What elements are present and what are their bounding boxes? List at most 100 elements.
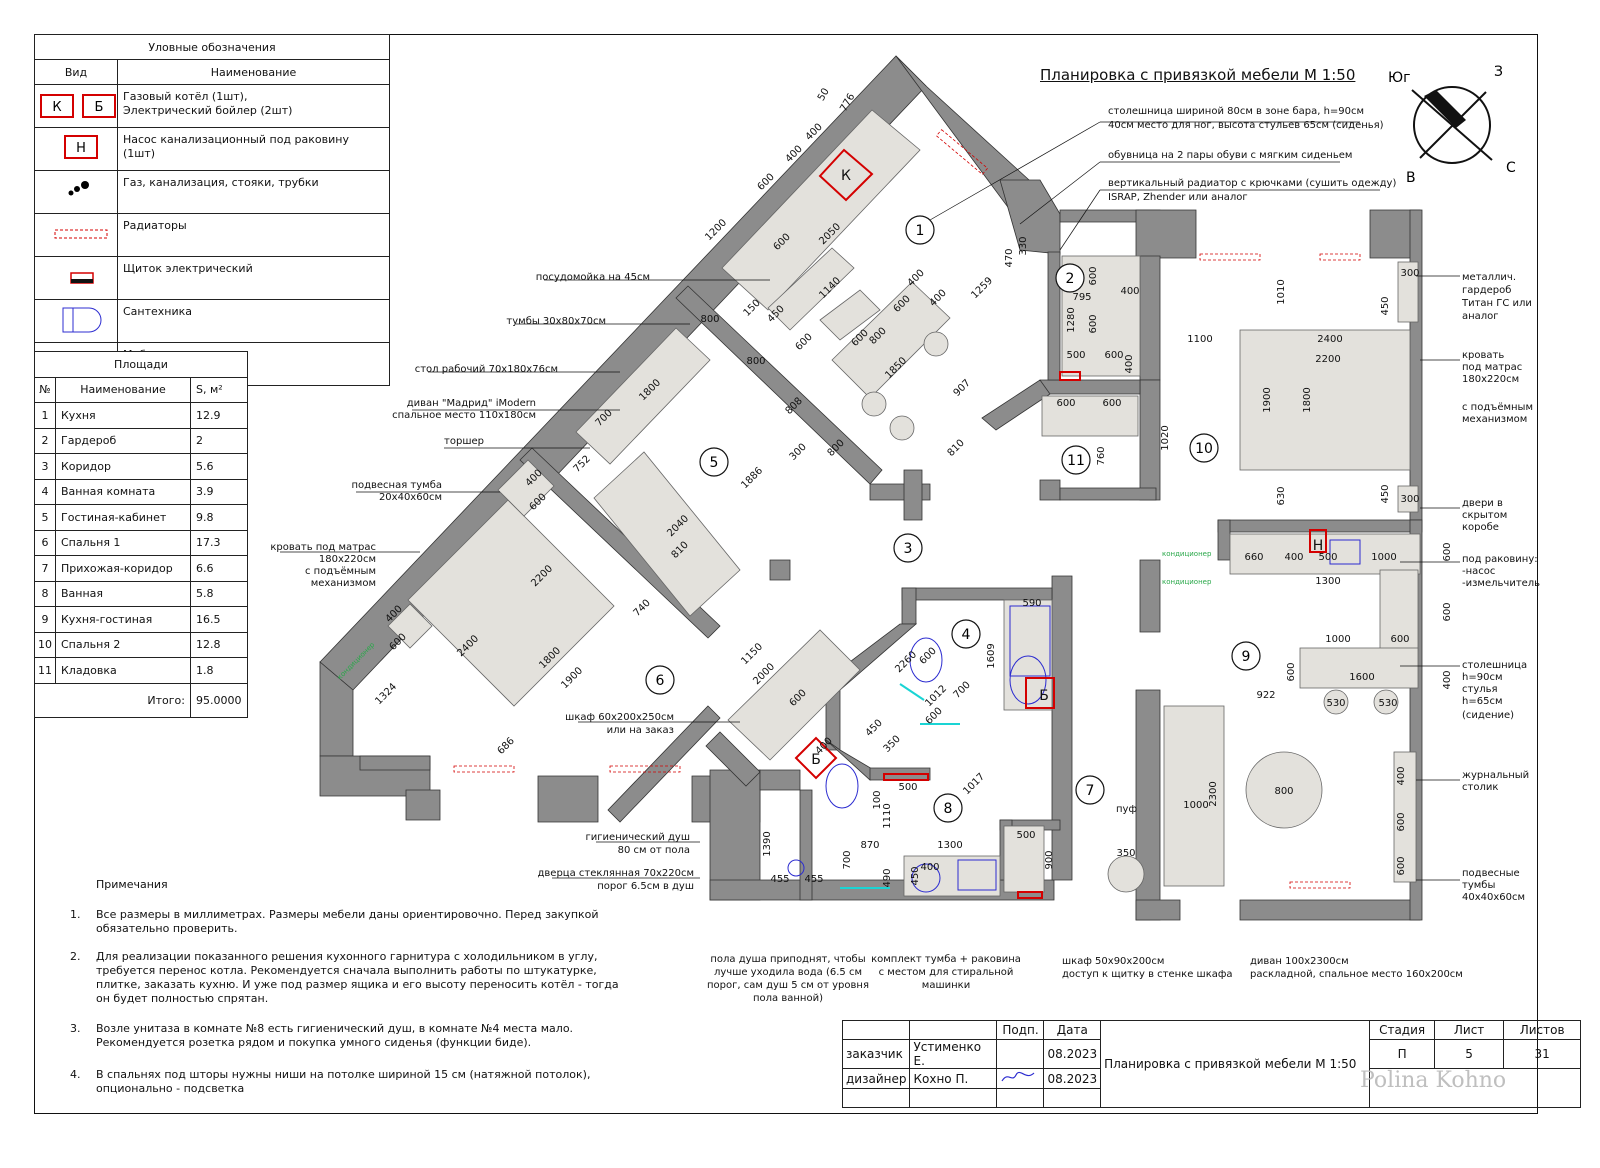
annotation-metal4: аналог <box>1462 311 1499 322</box>
note-number: 3. <box>70 1022 81 1035</box>
annotation-floor1: пола душа приподнят, чтобы <box>710 954 865 965</box>
area-value: 9.8 <box>190 504 248 531</box>
annotation-hang2: 20х40х60см <box>379 492 442 503</box>
ac-label: кондиционер <box>1162 550 1212 558</box>
dimension-label: 1010 <box>1276 279 1287 304</box>
annotation-coffee1: журнальный <box>1462 770 1529 781</box>
dimension-label: 300 <box>1400 268 1419 279</box>
stamp-client-role: заказчик <box>841 1039 911 1069</box>
area-name: Кухня <box>55 402 191 429</box>
dimension-label: 600 <box>1088 266 1099 285</box>
dimension-label: 1800 <box>1302 387 1313 412</box>
dimension-label: 1609 <box>986 643 997 668</box>
annotation-hang5: 40х40х60см <box>1462 892 1525 903</box>
dimension-label: 590 <box>1022 598 1041 609</box>
dimension-label: 760 <box>1096 446 1107 465</box>
dimension-label: 700 <box>952 680 973 701</box>
dimension-label: 400 <box>920 862 939 873</box>
boiler-symbol: К Б <box>34 84 118 128</box>
area-no: 10 <box>34 631 56 658</box>
room-circle <box>1055 263 1085 293</box>
room-number: 5 <box>710 455 719 471</box>
legend-electric-text: Щиток электрический <box>117 256 390 300</box>
room-circle <box>1189 433 1219 463</box>
annotation-shower2: 80 см от пола <box>618 845 690 856</box>
area-name: Кладовка <box>55 657 191 684</box>
area-no: 5 <box>34 504 56 531</box>
area-no: 11 <box>34 657 56 684</box>
annotation-under1: под раковину: <box>1462 554 1538 565</box>
dimension-label: 450 <box>864 718 885 739</box>
annotation-bed4: механизмом <box>311 578 376 589</box>
pump-symbol: Н <box>34 127 118 171</box>
dimension-label: 907 <box>952 378 973 399</box>
room-circle <box>1231 641 1261 671</box>
annotation-closet2: доступ к щитку в стенке шкафа <box>1062 969 1233 980</box>
area-no: 9 <box>34 606 56 633</box>
room-circle <box>893 533 923 563</box>
dimension-label: 1900 <box>559 665 585 691</box>
dimension-label: 1900 <box>1262 387 1273 412</box>
annotation-counter5: (сидение) <box>1462 710 1514 721</box>
room-number: 6 <box>656 673 665 689</box>
areas-total-value: 95.0000 <box>190 682 248 718</box>
dimension-label: 740 <box>632 598 653 619</box>
area-value: 12.8 <box>190 631 248 658</box>
annotation-dishwasher: посудомойка на 45см <box>536 272 650 283</box>
dimension-label: 660 <box>1244 552 1263 563</box>
legend-boiler-text: Газовый котёл (1шт), Электрический бойле… <box>117 84 390 128</box>
annotation-counter3: стулья <box>1462 684 1498 695</box>
annotation-under3: -измельчитель <box>1462 578 1540 589</box>
annotation-wardrobe1: шкаф 60х200х250см <box>565 712 674 723</box>
annotation-bed3: с подъёмным <box>305 566 376 577</box>
room-circle <box>905 215 935 245</box>
dimension-label: 1300 <box>1315 576 1340 587</box>
annotation-sink1: комплект тумба + раковина <box>871 954 1021 965</box>
dimension-label: 1020 <box>1160 425 1171 450</box>
boiler-k-letter: К <box>841 168 851 184</box>
annotation-counter1: столешница <box>1462 660 1527 671</box>
area-name: Кухня-гостиная <box>55 606 191 633</box>
dimension-label: 1886 <box>739 465 765 491</box>
title-block: Подп. Дата Планировка с привязкой мебели… <box>841 1020 1582 1108</box>
toilet-symbol <box>34 299 118 343</box>
annotation-shoe: обувница на 2 пары обуви с мягким сидень… <box>1108 150 1352 161</box>
area-name: Ванная комната <box>55 478 191 505</box>
dimension-label: 810 <box>946 438 967 459</box>
areas-title: Площади <box>34 351 248 378</box>
dimension-label: 795 <box>1072 292 1091 303</box>
area-value: 2 <box>190 427 248 454</box>
legend-b: Б <box>95 100 104 115</box>
areas-col-no: № <box>34 376 56 403</box>
dimension-label: 1600 <box>1349 672 1374 683</box>
annotation-sofa1: диван "Мадрид" iModern <box>407 398 536 409</box>
stamp-sheets: 31 <box>1503 1039 1582 1069</box>
annotation-bed1: кровать под матрас <box>270 542 376 553</box>
signature <box>996 1068 1045 1089</box>
dimension-label: 900 <box>1044 850 1055 869</box>
dimension-label: 300 <box>788 442 809 463</box>
dimension-label: 870 <box>860 840 879 851</box>
pump-h-letter: Н <box>1313 538 1324 554</box>
ac-label: кондиционер <box>1162 578 1212 586</box>
annotation-under2: -насос <box>1462 566 1495 577</box>
annotation-divan2: раскладной, спальное место 160х200см <box>1250 969 1463 980</box>
dimension-label: 455 <box>770 874 789 885</box>
annotation-bed2a: кровать <box>1462 350 1504 361</box>
note-number: 2. <box>70 950 81 963</box>
radiators <box>453 129 1361 889</box>
dimension-label: 600 <box>1396 856 1407 875</box>
brand-watermark: Polina Kohno <box>1360 1068 1507 1093</box>
annotation-desk: стол рабочий 70х180х76см <box>415 364 558 375</box>
room-number: 7 <box>1086 783 1095 799</box>
room-number: 11 <box>1067 453 1085 469</box>
stamp-client-date: 08.2023 <box>1043 1039 1102 1069</box>
boiler-b-letter: Б <box>1039 688 1049 704</box>
area-no: 7 <box>34 555 56 582</box>
area-name: Коридор <box>55 453 191 480</box>
